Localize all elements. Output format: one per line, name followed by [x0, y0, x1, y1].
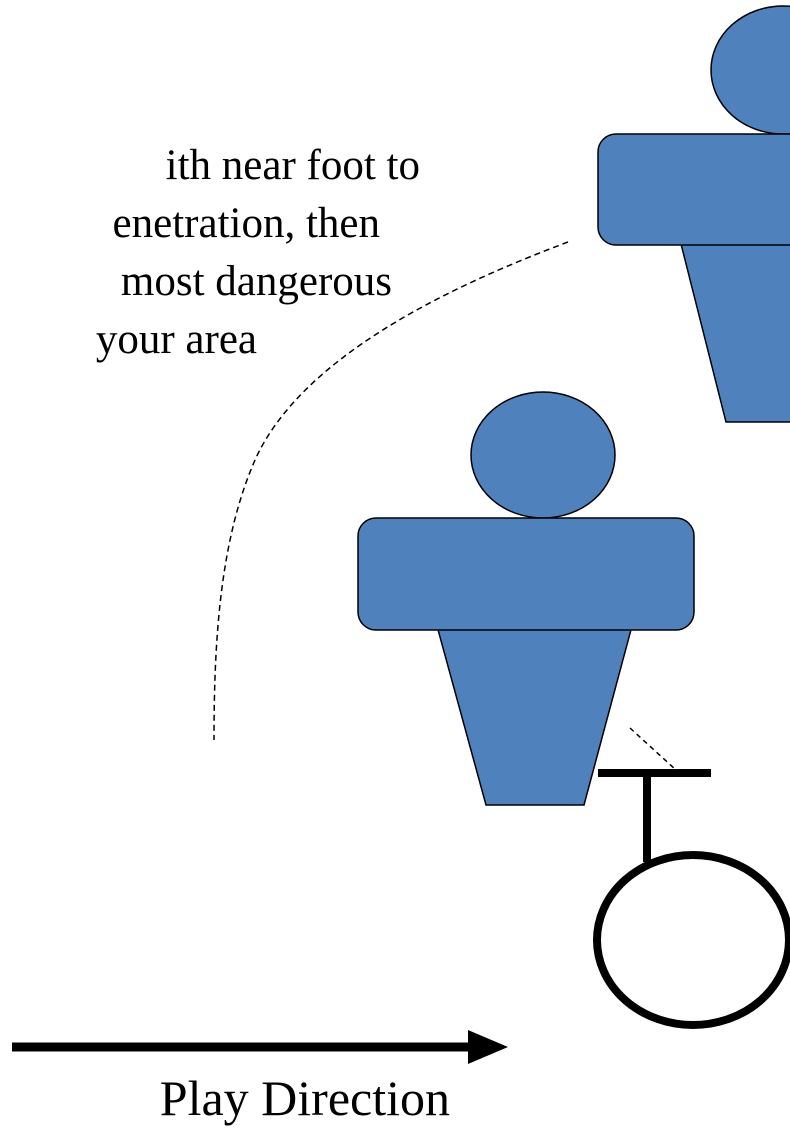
caption-line-2: enetration, then [0, 200, 380, 248]
right-arrow-icon [12, 1030, 508, 1064]
play-direction-label: Play Direction [0, 1070, 450, 1126]
caption-line-3: most dangerous [0, 258, 392, 306]
caption-line-1: ith near foot to [0, 142, 420, 190]
player-top-right [598, 6, 790, 422]
player-middle-legs [437, 626, 632, 805]
opponent-marker [597, 773, 789, 1025]
player-top-right-body [598, 134, 790, 245]
player-middle-body [358, 518, 694, 630]
caption-line-4: your area [0, 316, 257, 364]
player-middle [358, 392, 694, 805]
opponent-marker-circle [597, 855, 789, 1025]
dashed-short-line [630, 728, 676, 770]
player-middle-head [471, 392, 615, 518]
player-top-right-head [711, 6, 790, 134]
player-top-right-legs [680, 240, 790, 422]
